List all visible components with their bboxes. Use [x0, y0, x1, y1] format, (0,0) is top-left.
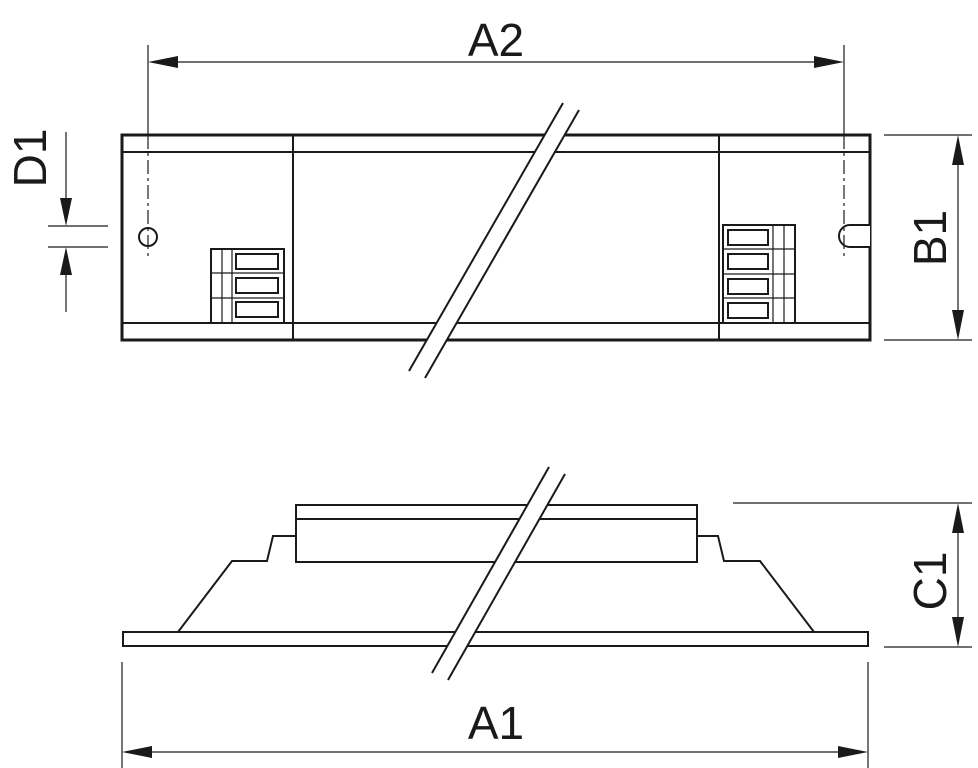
dimension-a1: A1	[121, 662, 869, 768]
mounting-slot	[838, 224, 870, 248]
dimension-a2: A2	[147, 14, 845, 260]
break-line	[431, 466, 550, 674]
dimension-b1: B1	[884, 134, 972, 341]
side-view	[122, 466, 869, 681]
break-line	[447, 473, 566, 681]
dimension-label-a1: A1	[468, 697, 524, 749]
terminal-block-left	[210, 248, 285, 324]
dimension-label-c1: C1	[904, 552, 956, 611]
terminal-block-right	[722, 224, 796, 324]
dimension-label-b1: B1	[904, 210, 956, 266]
base-plate	[122, 631, 869, 647]
break-line	[408, 102, 564, 372]
top-cover	[295, 504, 698, 563]
break-line	[424, 109, 580, 379]
top-view	[120, 102, 872, 379]
dimension-label-d1: D1	[4, 129, 56, 188]
dimension-d1: D1	[4, 129, 108, 312]
dimension-label-a2: A2	[468, 14, 524, 66]
dimension-c1: C1	[733, 502, 972, 648]
